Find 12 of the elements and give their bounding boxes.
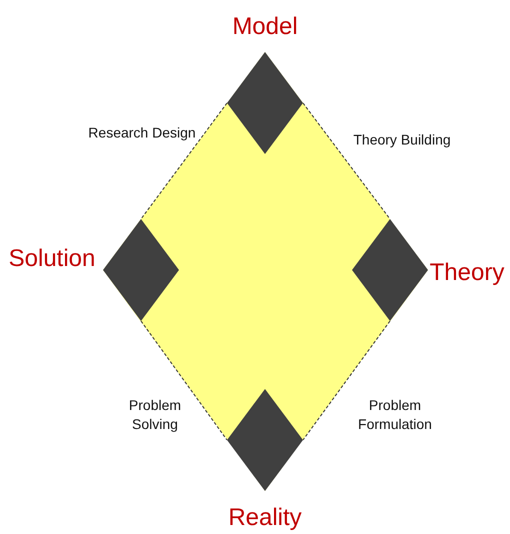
edge-label: Problem Solving — [128, 396, 182, 434]
edge-label: Problem Formulation — [357, 396, 433, 434]
corner-label: Solution — [8, 247, 96, 271]
corner-label: Theory — [430, 261, 504, 285]
corner-label: Model — [232, 15, 298, 39]
corner-label: Reality — [228, 506, 302, 530]
edge-label: Theory Building — [352, 130, 452, 150]
dashed-line — [302, 320, 390, 440]
dashed-line — [140, 320, 228, 440]
edge-label: Research Design — [87, 124, 197, 142]
dashed-line — [140, 102, 228, 220]
dashed-line — [302, 102, 390, 220]
